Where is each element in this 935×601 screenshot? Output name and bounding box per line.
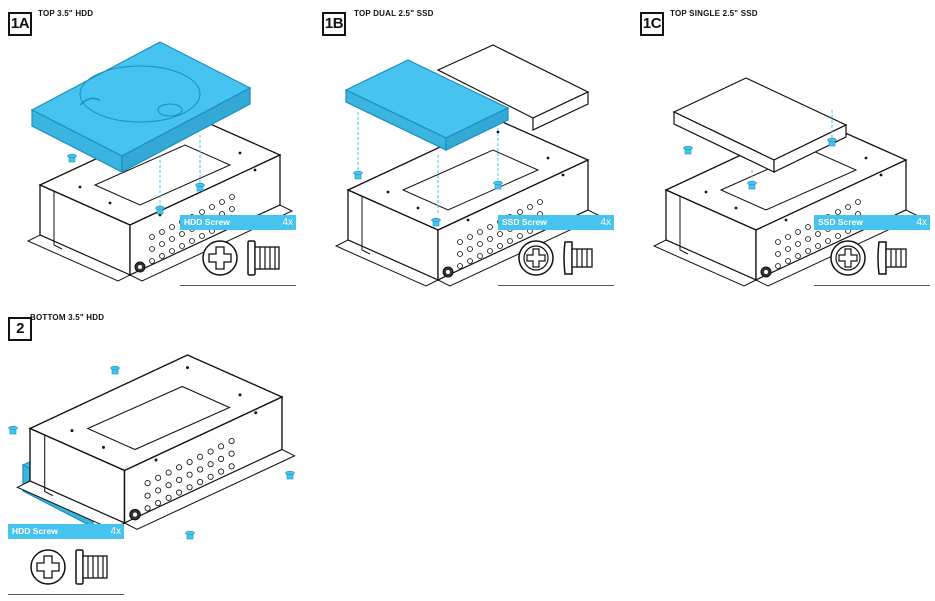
screw-card-1a: HDD Screw 4x <box>180 215 296 286</box>
hdd-screw-head-icon <box>202 240 238 276</box>
panel-1c: 1C TOP SINGLE 2.5" SSD SSD Screw 4x <box>636 0 935 300</box>
step-title: TOP DUAL 2.5" SSD <box>354 9 434 18</box>
hdd-drive <box>30 41 252 173</box>
hdd-screw-side-icon <box>75 549 108 585</box>
ssd-screw-head-icon <box>830 240 866 276</box>
screw-label-bar: HDD Screw 4x <box>180 215 296 230</box>
diagram-bottom-hdd <box>8 354 296 540</box>
step-badge: 1A <box>8 12 32 36</box>
ssd-drive <box>344 59 510 151</box>
screw-label-bar: SSD Screw 4x <box>814 215 930 230</box>
step-title: BOTTOM 3.5" HDD <box>30 313 105 322</box>
panel-1b: 1B TOP DUAL 2.5" SSD SSD Screw 4x <box>318 0 628 300</box>
screw-quantity: 4x <box>600 217 611 228</box>
screw-quantity: 4x <box>916 217 927 228</box>
ssd-screw-side-icon <box>563 241 593 275</box>
screw-card-2: HDD Screw 4x <box>8 524 124 595</box>
diagram-top-hdd <box>27 41 293 282</box>
step-badge: 2 <box>8 317 32 341</box>
screw-quantity: 4x <box>282 217 293 228</box>
panel-1a: 1A TOP 3.5" HDD HDD Screw 4x <box>0 0 310 300</box>
screw-icons <box>814 230 930 286</box>
hdd-screw-side-icon <box>247 240 280 276</box>
screw-quantity: 4x <box>110 526 121 537</box>
screw-icons <box>498 230 614 286</box>
ssd-screw-head-icon <box>518 240 554 276</box>
screw-label-bar: HDD Screw 4x <box>8 524 124 539</box>
screw-card-1c: SSD Screw 4x <box>814 215 930 286</box>
screw-label: HDD Screw <box>12 526 58 536</box>
step-badge: 1C <box>640 12 664 36</box>
screw-label-bar: SSD Screw 4x <box>498 215 614 230</box>
step-badge: 1B <box>322 12 346 36</box>
screw-label: HDD Screw <box>184 217 230 227</box>
panel-2: 2 BOTTOM 3.5" HDD HDD Screw 4x <box>0 305 320 601</box>
screw-label: SSD Screw <box>502 217 547 227</box>
screw-icons <box>180 230 296 286</box>
diagram-top-single-ssd <box>653 77 919 287</box>
screw-label: SSD Screw <box>818 217 863 227</box>
step-title: TOP 3.5" HDD <box>38 9 94 18</box>
step-title: TOP SINGLE 2.5" SSD <box>670 9 758 18</box>
ssd-screw-side-icon <box>877 241 907 275</box>
hdd-screw-head-icon <box>30 549 66 585</box>
screw-icons <box>8 539 124 595</box>
diagram-top-dual-ssd <box>335 44 601 287</box>
screw-card-1b: SSD Screw 4x <box>498 215 614 286</box>
